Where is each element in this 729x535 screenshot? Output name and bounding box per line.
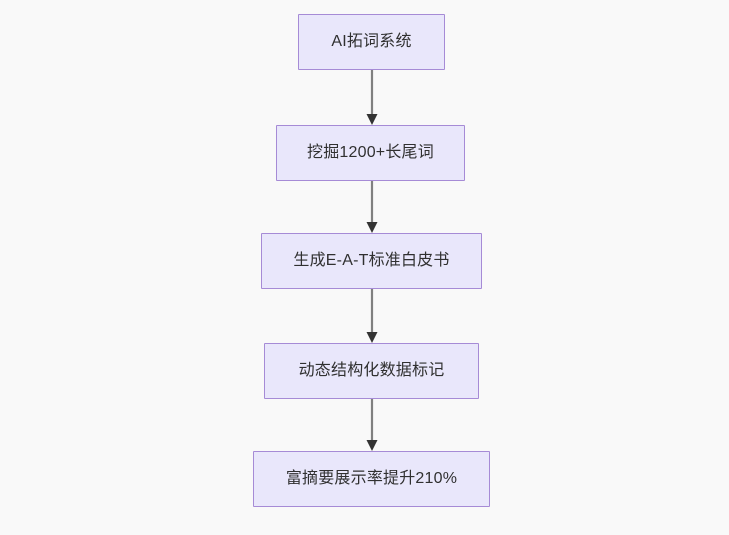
flowchart-node-label: 富摘要展示率提升210%	[285, 470, 458, 487]
flowchart-node-ai-keyword-system[interactable]: AI拓词系统	[298, 14, 445, 70]
flowchart-node-rich-snippet-impression-lift[interactable]: 富摘要展示率提升210%	[253, 451, 490, 507]
flowchart-node-mine-longtail-keywords[interactable]: 挖掘1200+长尾词	[276, 125, 465, 181]
flowchart-node-label: AI拓词系统	[331, 33, 412, 50]
flowchart-edge-node2-to-node3	[366, 289, 377, 343]
down-arrow-icon	[366, 332, 377, 343]
down-arrow-icon	[366, 114, 377, 125]
flowchart-edge-node3-to-node4	[366, 399, 377, 451]
flowchart-node-dynamic-structured-data-markup[interactable]: 动态结构化数据标记	[264, 343, 479, 399]
flowchart-node-label: 动态结构化数据标记	[298, 362, 445, 379]
flowchart-node-label: 挖掘1200+长尾词	[307, 144, 434, 161]
down-arrow-icon	[366, 440, 377, 451]
flowchart-edge-node0-to-node1	[366, 70, 377, 125]
flowchart-node-generate-eat-whitepaper[interactable]: 生成E-A-T标准白皮书	[261, 233, 482, 289]
flowchart-edge-node1-to-node2	[366, 181, 377, 233]
flowchart-node-label: 生成E-A-T标准白皮书	[293, 252, 450, 269]
down-arrow-icon	[366, 222, 377, 233]
